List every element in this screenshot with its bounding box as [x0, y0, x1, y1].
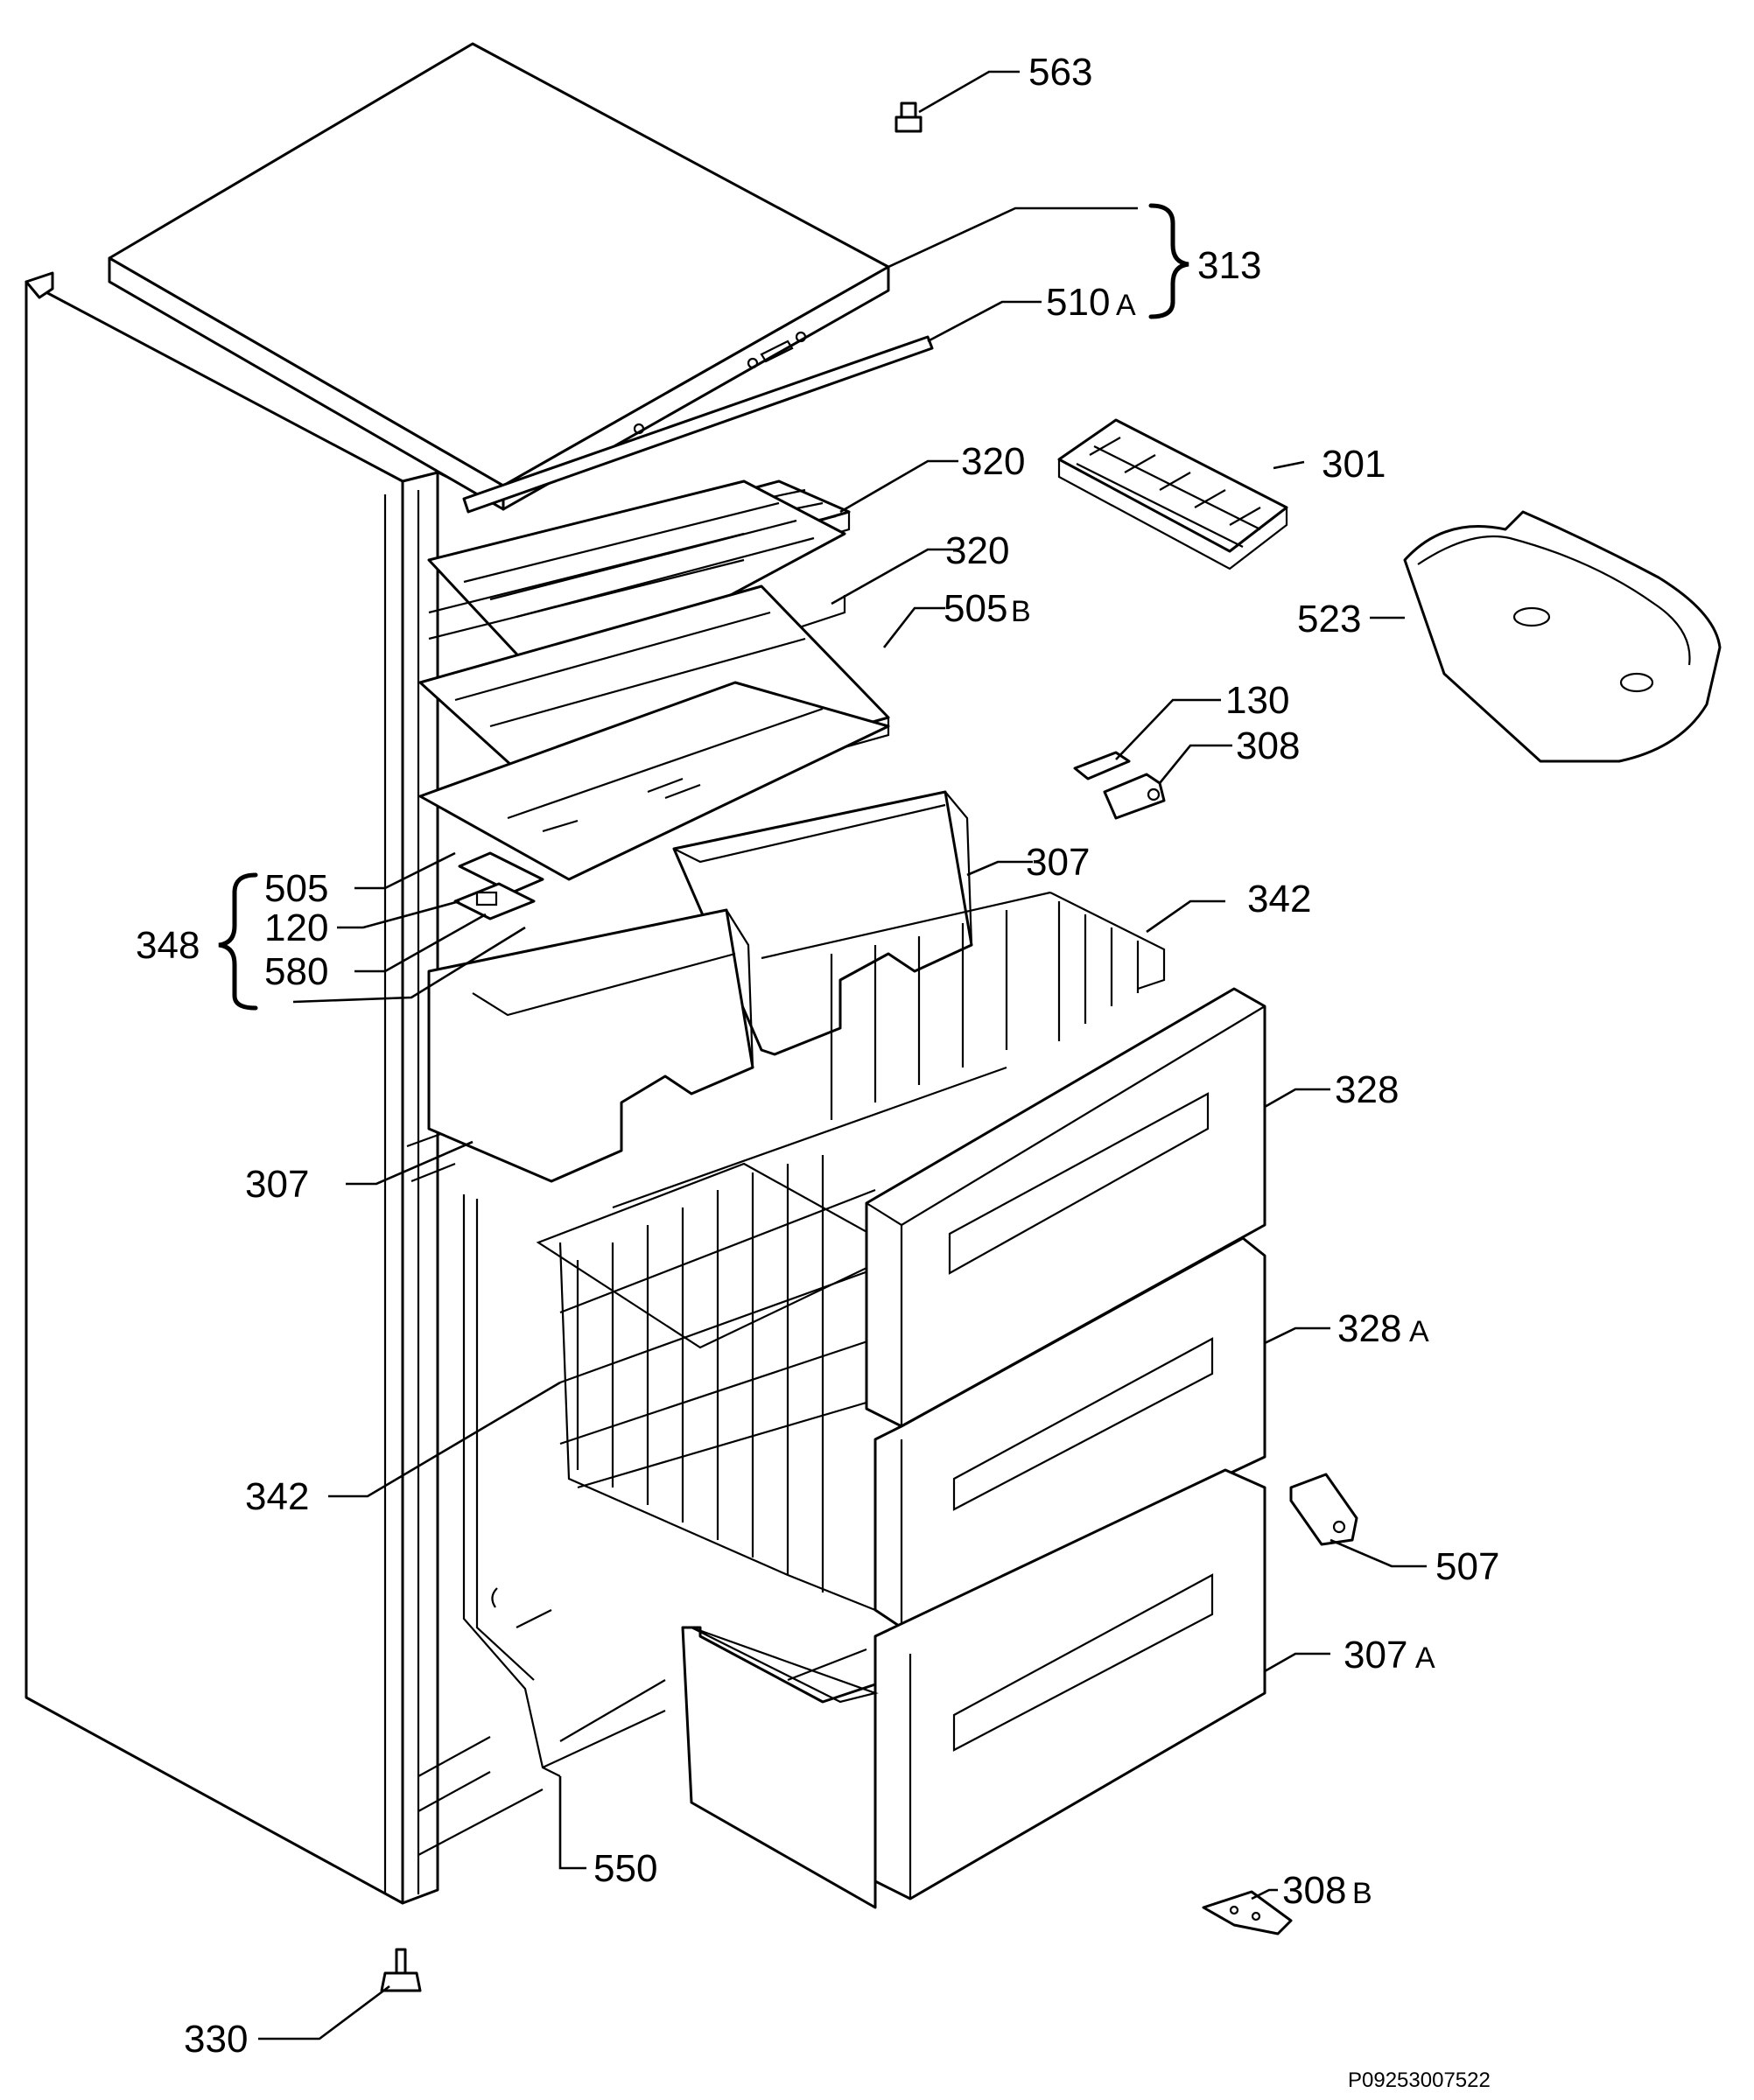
callout-550: 550	[593, 1847, 657, 1890]
top-cover	[108, 42, 890, 511]
callout-505b-suffix: B	[1011, 595, 1031, 628]
part-507	[1289, 1473, 1358, 1546]
callout-510-suffix: A	[1116, 289, 1136, 322]
callout-328: 328	[1335, 1068, 1399, 1111]
callout-510: 510	[1046, 281, 1110, 324]
hinge-308	[1103, 773, 1166, 820]
basket-342-upper	[761, 891, 1166, 1120]
callout-307-lower: 307	[245, 1163, 309, 1206]
screw-563	[895, 102, 923, 133]
callout-348: 348	[136, 924, 200, 967]
callout-313: 313	[1197, 244, 1261, 287]
callout-328a-suffix: A	[1409, 1315, 1429, 1348]
cabinet-body	[25, 271, 544, 1905]
drawer-307-lower	[427, 908, 754, 1183]
callout-328a: 328	[1337, 1307, 1401, 1350]
callout-labels: 563 313 510 A 320 301 320 505 B 523 130 …	[136, 51, 1499, 2061]
drawer-front-328	[865, 987, 1266, 1428]
drawer-307-upper	[672, 790, 973, 1056]
ice-tray-301	[1057, 418, 1288, 570]
bin-523	[1403, 510, 1722, 763]
leader-lines	[258, 70, 1427, 2040]
callout-307a: 307	[1344, 1634, 1407, 1676]
callout-563: 563	[1028, 51, 1092, 94]
basket-342-lower	[536, 1066, 1007, 1612]
callout-307-upper: 307	[1026, 841, 1090, 884]
trim-strip	[462, 335, 934, 514]
callout-320-lower: 320	[945, 529, 1009, 572]
callout-505: 505	[264, 867, 328, 910]
lower-bin	[681, 1626, 879, 1909]
hinge-308b	[1202, 1890, 1293, 1936]
callout-308: 308	[1236, 724, 1300, 767]
callout-308b: 308	[1282, 1869, 1346, 1912]
brace-313	[1148, 203, 1189, 319]
callout-120: 120	[264, 906, 328, 949]
brace-348	[218, 872, 258, 1011]
part-130	[1073, 751, 1131, 780]
callout-505b: 505	[944, 587, 1007, 630]
control-panel	[453, 851, 544, 920]
callout-580: 580	[264, 950, 328, 993]
callout-308b-suffix: B	[1352, 1877, 1372, 1910]
callout-523: 523	[1297, 598, 1361, 640]
callout-330: 330	[184, 2018, 248, 2061]
callout-301: 301	[1322, 443, 1386, 486]
reference-code: P09253007522	[1348, 2068, 1491, 2092]
callout-130: 130	[1225, 679, 1289, 722]
foot-330	[380, 1948, 422, 1992]
callout-507: 507	[1435, 1545, 1499, 1588]
callout-307a-suffix: A	[1415, 1642, 1435, 1675]
inner-liner	[462, 1194, 666, 1777]
callout-342-upper: 342	[1247, 878, 1311, 920]
callout-320-upper: 320	[961, 440, 1025, 483]
glass-plate-505	[418, 681, 890, 881]
callout-342-lower: 342	[245, 1475, 309, 1518]
